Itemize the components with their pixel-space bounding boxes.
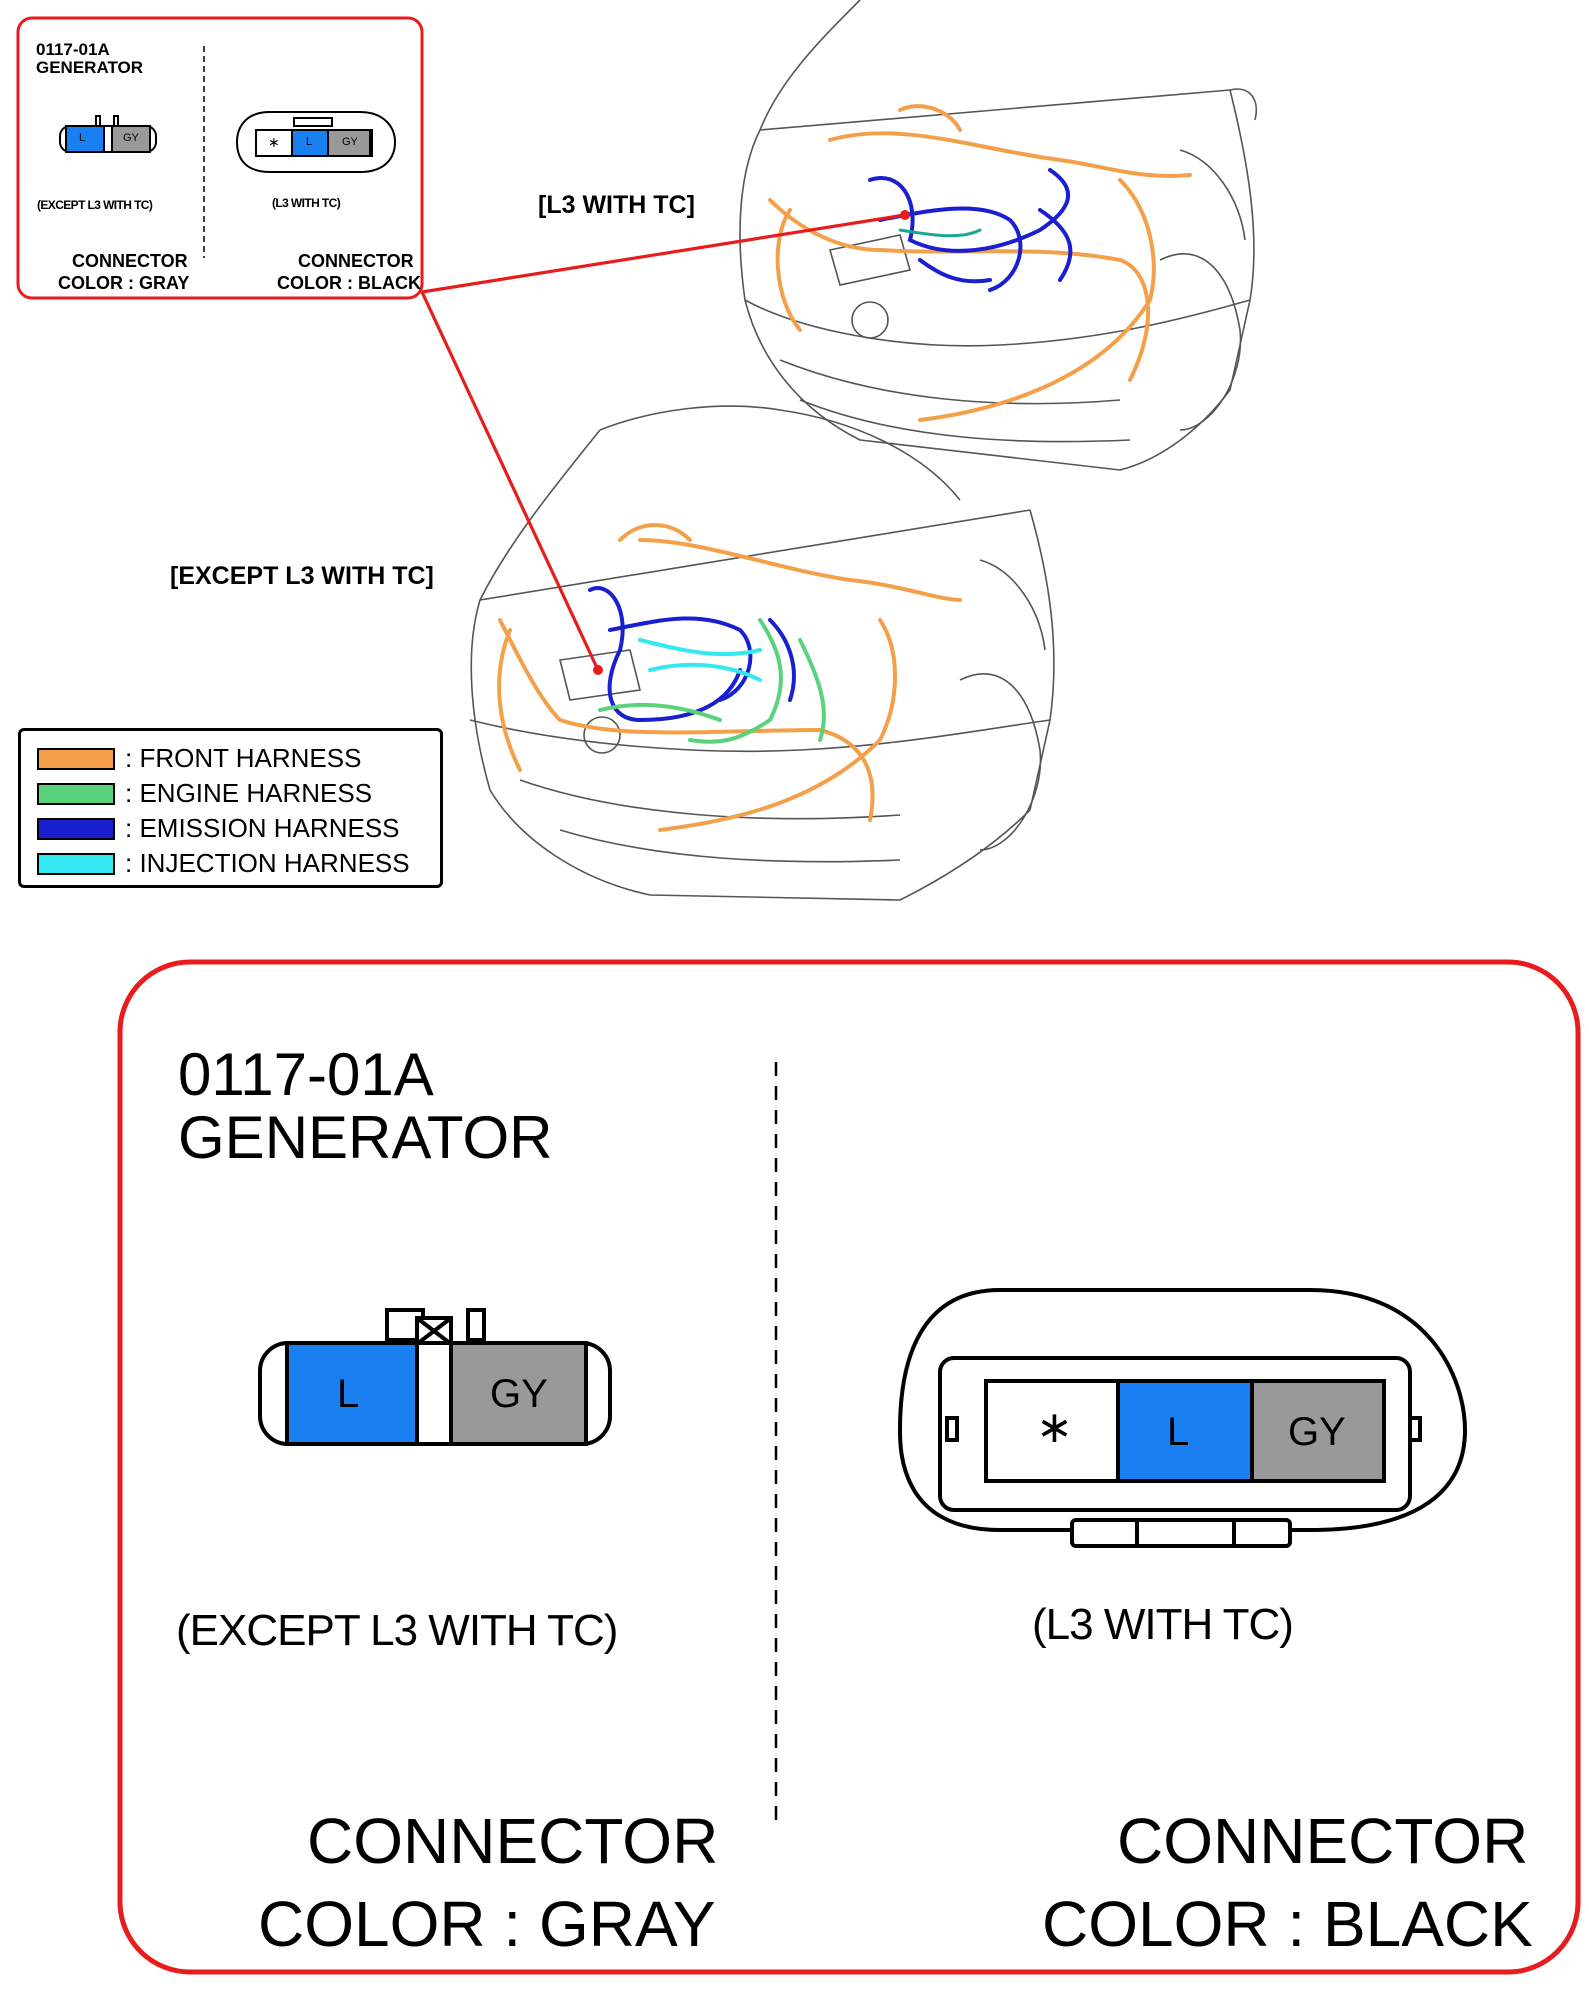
black-pin-gy: GY [1288, 1410, 1346, 1454]
small-black-connector [235, 111, 397, 173]
small-black-pin-gy: GY [342, 136, 358, 148]
gray-pin-l: L [337, 1372, 360, 1416]
harness-legend: : FRONT HARNESS : ENGINE HARNESS : EMISS… [18, 728, 443, 888]
connector-name: GENERATOR [178, 1104, 553, 1171]
small-connector-name: GENERATOR [36, 58, 144, 77]
callout-point-upper [900, 210, 910, 220]
small-variant-left: (EXCEPT L3 WITH TC) [37, 198, 153, 212]
small-connector-code: 0117-01A [36, 40, 110, 59]
callout-lines [420, 213, 906, 671]
lower-harness-routing [497, 523, 962, 832]
legend-label-front: : FRONT HARNESS [125, 743, 362, 773]
car-view-except-l3-with-tc [469, 405, 1055, 901]
view-label-l3-with-tc: [L3 WITH TC] [538, 191, 695, 219]
black-pin-star: ∗ [1036, 1403, 1073, 1452]
connector-color-right-line1: CONNECTOR [1117, 1805, 1529, 1877]
large-callout-box [117, 959, 1581, 1975]
small-color-left-2: COLOR : GRAY [58, 273, 190, 293]
legend-label-emission: : EMISSION HARNESS [125, 813, 400, 843]
connector-color-right-line2: COLOR : BLACK [1042, 1888, 1533, 1960]
small-gray-connector [59, 115, 157, 153]
small-black-pin-star: ∗ [268, 134, 280, 150]
legend-swatch-front [37, 748, 115, 770]
connector-color-left-line2: COLOR : GRAY [258, 1888, 716, 1960]
legend-swatch-emission [37, 818, 115, 840]
legend-label-injection: : INJECTION HARNESS [125, 848, 410, 878]
small-pin-gy: GY [123, 132, 139, 144]
view-label-except-l3-with-tc: [EXCEPT L3 WITH TC] [170, 562, 434, 590]
upper-harness-routing [768, 104, 1192, 422]
black-pin-l: L [1167, 1410, 1190, 1454]
variant-label-left: (EXCEPT L3 WITH TC) [176, 1606, 618, 1655]
gray-pin-gy: GY [490, 1372, 548, 1416]
gray-connector-body [258, 1308, 612, 1446]
legend-swatch-engine [37, 783, 115, 805]
car-view-l3-with-tc [739, 0, 1257, 471]
black-connector-body [897, 1288, 1468, 1548]
small-variant-right: (L3 WITH TC) [272, 196, 341, 210]
legend-label-engine: : ENGINE HARNESS [125, 778, 373, 808]
small-black-pin-l: L [306, 136, 313, 148]
small-color-right-2: COLOR : BLACK [277, 273, 421, 293]
connector-color-left-line1: CONNECTOR [307, 1805, 719, 1877]
connector-code: 0117-01A [178, 1041, 434, 1108]
callout-point-lower [593, 665, 603, 675]
small-pin-l: L [79, 132, 86, 144]
legend-swatch-injection [37, 853, 115, 875]
small-color-left-1: CONNECTOR [72, 251, 188, 271]
small-color-right-1: CONNECTOR [298, 251, 414, 271]
variant-label-right: (L3 WITH TC) [1032, 1600, 1294, 1649]
small-callout-box [16, 16, 424, 300]
